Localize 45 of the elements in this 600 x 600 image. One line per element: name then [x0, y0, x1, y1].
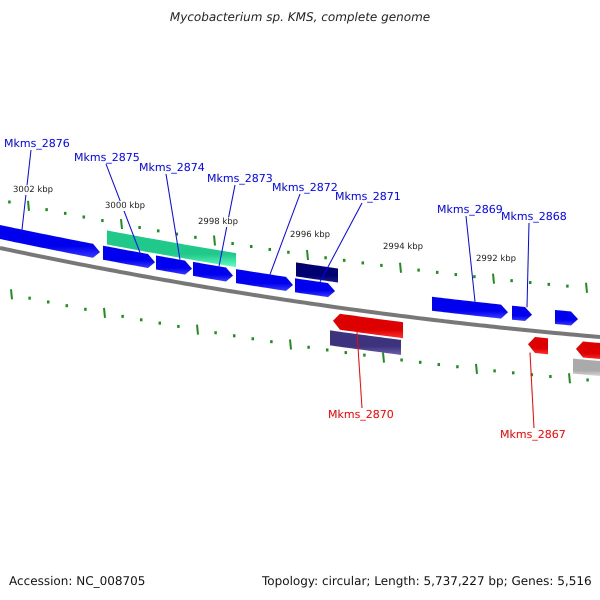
- gene-label: Mkms_2871: [335, 190, 401, 203]
- gene-feature: [576, 342, 600, 360]
- leader-line: [22, 150, 32, 230]
- gene-feature: [528, 337, 548, 354]
- leader-line: [320, 202, 362, 282]
- title: Mycobacterium sp. KMS, complete genome: [168, 10, 432, 24]
- leader-line: [166, 174, 180, 260]
- accession-text: Accession: NC_008705: [9, 574, 146, 588]
- gene-bar: [107, 230, 236, 268]
- gene-feature: [236, 269, 293, 291]
- gene-feature: [555, 310, 578, 326]
- gene-bar: [296, 262, 338, 282]
- gene-label: Mkms_2875: [74, 151, 140, 164]
- gene-feature: [432, 296, 508, 319]
- scale-label: 2992 kbp: [476, 254, 516, 264]
- leader-line: [218, 184, 236, 267]
- gene-label: Mkms_2867: [500, 428, 566, 441]
- gene-label: Mkms_2868: [501, 210, 567, 223]
- genome-info-text: Topology: circular; Length: 5,737,227 bp; Genes: 5,516: [262, 574, 592, 588]
- gene-feature: [103, 246, 155, 268]
- gene-feature: [0, 225, 100, 258]
- leader-line: [356, 332, 362, 408]
- leader-line: [270, 194, 300, 275]
- gene-label: Mkms_2872: [272, 181, 338, 194]
- scale-label: 2998 kbp: [198, 217, 238, 227]
- gene-label: Mkms_2870: [328, 408, 394, 421]
- scale-label: 2994 kbp: [383, 242, 424, 252]
- gene-feature: [295, 278, 335, 298]
- gene-feature: [156, 256, 192, 275]
- gene-label: Mkms_2874: [139, 161, 205, 174]
- gene-feature: [193, 262, 233, 282]
- scale-label: 3000 kbp: [105, 201, 146, 211]
- scale-label: 2996 kbp: [290, 230, 330, 240]
- scale-label: 3002 kbp: [13, 185, 54, 195]
- gene-bar: [573, 358, 600, 377]
- gene-label: Mkms_2869: [437, 203, 503, 216]
- leader-line: [106, 164, 140, 254]
- leader-line: [466, 216, 476, 302]
- gene-label: Mkms_2873: [207, 172, 273, 185]
- gene-bar: [330, 330, 401, 355]
- gene-feature: [333, 314, 403, 338]
- gene-feature: [512, 306, 532, 321]
- leader-line: [526, 222, 530, 308]
- gene-label: Mkms_2876: [4, 137, 70, 150]
- leader-line: [530, 352, 534, 428]
